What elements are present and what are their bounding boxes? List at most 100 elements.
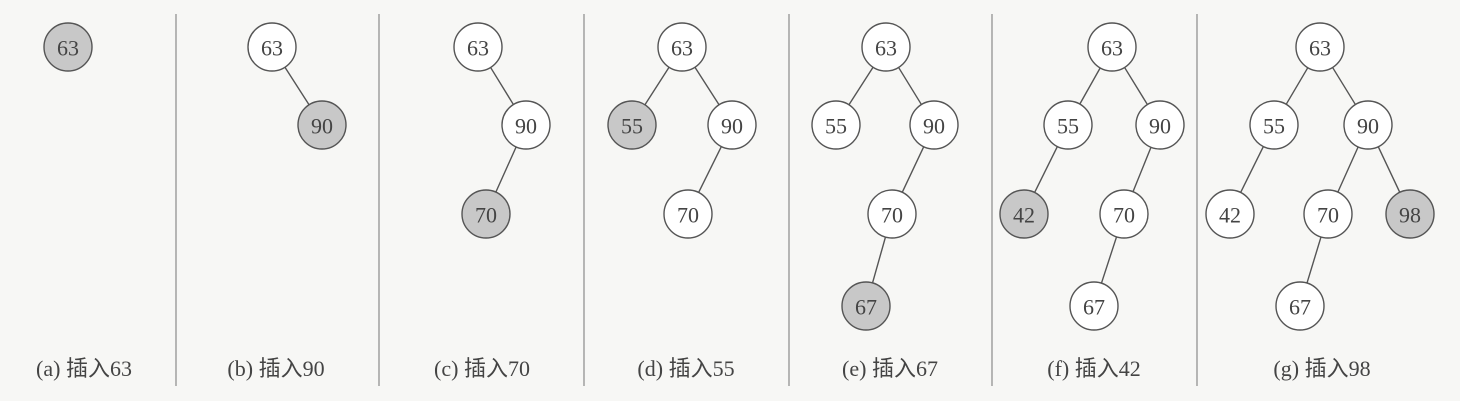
node-value: 63 [1309,36,1331,61]
node-circle [501,100,551,150]
node-value: 67 [855,295,877,320]
node-circle [1303,189,1353,239]
node-circle [841,281,891,331]
tree-edge [644,66,670,106]
panel-caption: (a) 插入63 [36,356,132,381]
tree-edge [694,66,720,106]
tree-node: 70 [1303,189,1353,239]
node-circle [1205,189,1255,239]
node-value: 90 [515,114,537,139]
tree-node: 63 [657,22,707,72]
tree-edge [1034,146,1058,193]
node-circle [453,22,503,72]
node-circle [297,100,347,150]
node-value: 55 [825,114,847,139]
node-circle [1135,100,1185,150]
node-value: 70 [475,203,497,228]
node-circle [1385,189,1435,239]
tree-edge [1079,67,1101,105]
node-value: 55 [621,114,643,139]
node-value: 55 [1057,114,1079,139]
panel-caption: (d) 插入55 [637,356,734,381]
tree-edge [495,146,517,193]
node-circle [861,22,911,72]
node-circle [247,22,297,72]
tree-node: 70 [1099,189,1149,239]
inserted-tree-node: 63 [43,22,93,72]
node-value: 63 [1101,36,1123,61]
tree-node: 63 [861,22,911,72]
panel-caption: (c) 插入70 [434,356,530,381]
inserted-tree-node: 42 [999,189,1049,239]
tree-node: 70 [663,189,713,239]
tree-node: 42 [1205,189,1255,239]
node-circle [1343,100,1393,150]
tree-node: 63 [453,22,503,72]
node-circle [657,22,707,72]
panel-caption: (f) 插入42 [1047,356,1140,381]
panel-caption: (g) 插入98 [1273,356,1370,381]
inserted-tree-node: 55 [607,100,657,150]
inserted-tree-node: 67 [841,281,891,331]
node-circle [461,189,511,239]
tree-node: 90 [1135,100,1185,150]
node-circle [1069,281,1119,331]
tree-edge [1285,67,1309,105]
tree-edge [897,67,923,105]
node-circle [1043,100,1093,150]
node-value: 70 [1317,203,1339,228]
node-circle [1099,189,1149,239]
tree-edge [698,146,722,193]
node-value: 90 [311,114,333,139]
tree-node: 67 [1069,281,1119,331]
tree-node: 55 [1249,100,1299,150]
node-value: 90 [923,114,945,139]
tree-edge [901,146,925,193]
node-value: 90 [721,114,743,139]
panel: 63 90 70 (c) 插入70 [434,22,551,381]
node-circle [999,189,1049,239]
panels: 63 (a) 插入63 63 90 (b) 插入90 63 90 70 (c) 插入70 63 55… [36,22,1435,381]
tree-edge [284,66,310,106]
node-circle [811,100,861,150]
tree-edge [1306,236,1322,284]
tree-edge [1132,146,1152,193]
inserted-tree-node: 70 [461,189,511,239]
tree-node: 70 [867,189,917,239]
tree-edge [1337,146,1359,193]
node-value: 63 [261,36,283,61]
node-value: 70 [881,203,903,228]
node-circle [1275,281,1325,331]
node-value: 70 [677,203,699,228]
tree-node: 90 [501,100,551,150]
node-circle [663,189,713,239]
node-circle [43,22,93,72]
tree-edge [489,67,515,105]
node-circle [909,100,959,150]
node-value: 42 [1219,203,1241,228]
tree-edge [1123,67,1149,105]
node-circle [1249,100,1299,150]
panel-caption: (b) 插入90 [227,356,324,381]
tree-node: 55 [1043,100,1093,150]
node-circle [1087,22,1137,72]
node-value: 63 [467,36,489,61]
tree-edge [871,236,887,284]
panel: 63 55 90 70 (d) 插入55 [607,22,757,381]
node-value: 63 [671,36,693,61]
node-value: 70 [1113,203,1135,228]
node-value: 67 [1289,295,1311,320]
node-circle [707,100,757,150]
node-value: 63 [57,36,79,61]
tree-edge [1100,236,1118,284]
node-circle [867,189,917,239]
tree-edge [1377,146,1401,193]
panel: 63 (a) 插入63 [36,22,132,381]
tree-node: 63 [247,22,297,72]
tree-node: 90 [1343,100,1393,150]
node-value: 63 [875,36,897,61]
tree-node: 90 [707,100,757,150]
